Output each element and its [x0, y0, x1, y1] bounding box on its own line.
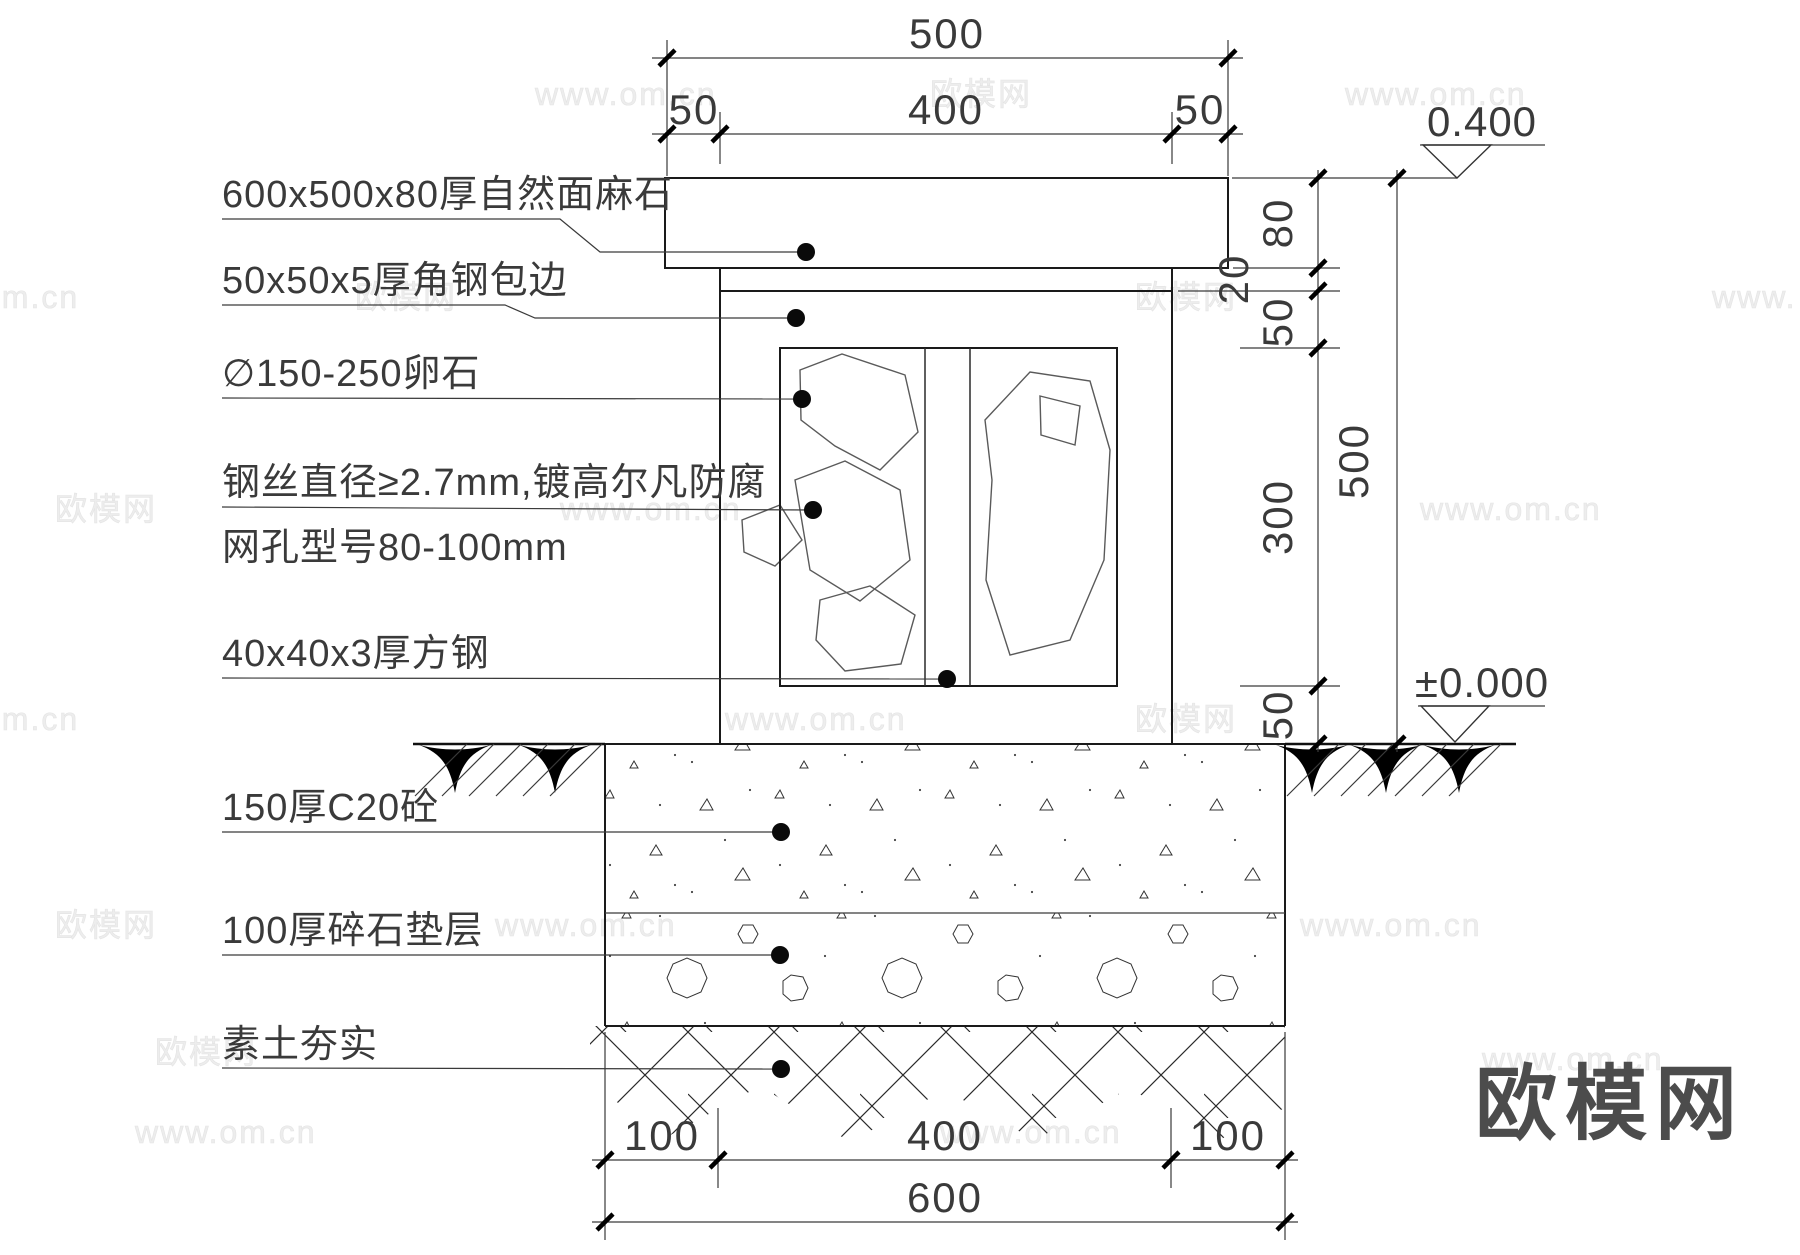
watermark: www.om.cn: [534, 76, 717, 112]
dim-right-overall: 500: [1330, 423, 1377, 499]
leader-dot: [771, 946, 789, 964]
watermark: 欧模网: [355, 279, 457, 315]
watermark: om.cn: [0, 701, 79, 737]
angle-steel-edge: [719, 268, 1173, 291]
grass-claw: [1276, 745, 1348, 793]
watermark: www.om.cn: [1299, 907, 1482, 943]
watermark: 欧模网: [55, 491, 157, 527]
dimension-top: 500 50 400 50: [652, 10, 1243, 176]
dim-bottom-mid: 400: [907, 1112, 983, 1159]
elevation-top-value: 0.400: [1427, 98, 1537, 145]
watermark: www.om.cn: [1481, 1041, 1664, 1077]
leader-lines: [221, 218, 956, 1078]
square-steel-frame: [779, 347, 1118, 687]
watermark: www.om.cn: [134, 1114, 317, 1150]
dim-right-300: 300: [1254, 479, 1301, 555]
dim-bottom-overall: 600: [907, 1174, 983, 1221]
ground-line-left: [413, 742, 605, 797]
dim-top-left: 50: [669, 86, 720, 133]
dim-right-80: 80: [1254, 198, 1301, 249]
label-soil: 素土夯实: [222, 1024, 378, 1066]
label-wire-line2: 网孔型号80-100mm: [222, 527, 568, 569]
dim-right-50b: 50: [1254, 690, 1301, 741]
elevation-marker-top: 0.400: [1420, 98, 1545, 179]
concrete-layer: [605, 744, 1285, 913]
square-steel-mid-post: [924, 348, 971, 686]
leader-dot: [772, 823, 790, 841]
label-cobble: ∅150-250卵石: [222, 353, 481, 395]
cobble-stones: [741, 353, 1111, 672]
elevation-triangle: [1421, 144, 1493, 179]
watermark: 欧模网: [930, 76, 1032, 112]
watermark: 欧模网: [155, 1034, 257, 1070]
watermark: www.: [1711, 279, 1796, 315]
dimension-bottom: 100 400 100 600: [592, 1032, 1298, 1240]
grass-claw: [419, 745, 491, 793]
watermark: om.cn: [0, 279, 79, 315]
grass-claw: [1350, 745, 1422, 793]
watermark: www.om.cn: [724, 701, 907, 737]
granite-slab: [664, 177, 1229, 269]
leader-dot: [797, 243, 815, 261]
watermark: www.om.cn: [1344, 76, 1527, 112]
label-concrete: 150厚C20砼: [222, 787, 439, 829]
chain-link-mesh: [719, 290, 1173, 745]
watermark: www.om.cn: [1419, 491, 1602, 527]
gabion-basket: [719, 268, 1173, 745]
dim-bottom-left: 100: [624, 1112, 700, 1159]
site-logo: 欧模网: [1475, 1059, 1745, 1150]
watermark: 欧模网: [1135, 701, 1237, 737]
label-granite: 600x500x80厚自然面麻石: [222, 174, 673, 216]
label-gravel: 100厚碎石垫层: [222, 910, 483, 952]
leader-dot: [938, 670, 956, 688]
gravel-hatch: [605, 913, 1285, 1026]
elevation-triangle: [1419, 705, 1491, 744]
watermark: 欧模网: [55, 907, 157, 943]
dimension-right: 80 20 50 300 50 500: [1178, 168, 1457, 754]
grass-claw: [519, 745, 591, 793]
leader-dot: [787, 309, 805, 327]
leader-dot: [793, 390, 811, 408]
label-square-steel: 40x40x3厚方钢: [222, 633, 490, 675]
elevation-marker-bottom: ±0.000: [1415, 659, 1549, 744]
label-angle-steel: 50x50x5厚角钢包边: [222, 260, 568, 302]
grass-claw: [1423, 745, 1495, 793]
concrete-hatch: [605, 744, 1285, 913]
label-wire-line1: 钢丝直径≥2.7mm,镀高尔凡防腐: [222, 462, 767, 504]
dim-top-right: 50: [1175, 86, 1226, 133]
gravel-layer: [605, 913, 1285, 1026]
ground-line-right: [1276, 742, 1516, 797]
dim-bottom-right: 100: [1190, 1112, 1266, 1159]
watermark: 欧模网: [1135, 279, 1237, 315]
dim-top-overall: 500: [909, 10, 985, 57]
dim-right-50a: 50: [1254, 297, 1301, 348]
dim-right-20: 20: [1210, 254, 1257, 305]
leader-dot: [772, 1060, 790, 1078]
callout-labels: 600x500x80厚自然面麻石 50x50x5厚角钢包边 ∅150-250卵石…: [222, 174, 767, 1066]
dim-top-mid: 400: [908, 86, 984, 133]
leader-dot: [804, 501, 822, 519]
elevation-bottom-value: ±0.000: [1415, 659, 1549, 706]
